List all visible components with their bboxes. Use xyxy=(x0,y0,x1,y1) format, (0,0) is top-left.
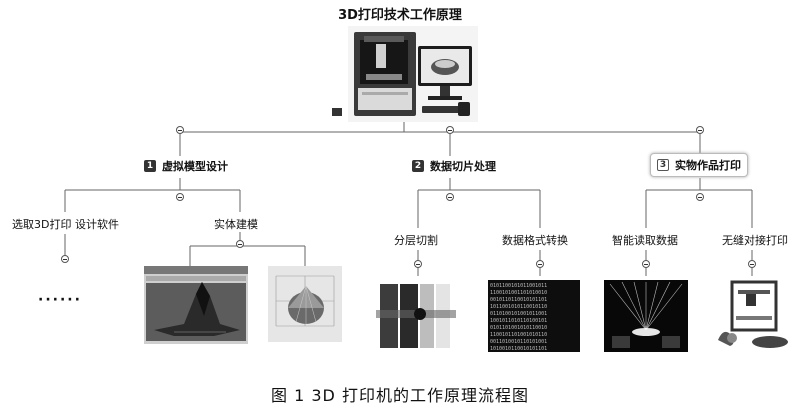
category-label: 虚拟模型设计 xyxy=(162,160,228,173)
svg-text:0011010010110101001: 0011010010110101001 xyxy=(490,339,547,345)
collapse-toggle[interactable] xyxy=(61,255,69,263)
collapse-toggle[interactable] xyxy=(236,240,244,248)
ellipsis: ······ xyxy=(38,292,82,308)
leaf-select-software[interactable]: 选取3D打印 设计软件 xyxy=(12,218,119,231)
printer-illustration xyxy=(348,26,478,122)
collapse-toggle[interactable] xyxy=(642,260,650,268)
data-reading-image xyxy=(604,280,688,352)
leaf-seamless-printing[interactable]: 无缝对接打印 xyxy=(722,234,788,247)
svg-text:0010110110010101101: 0010110110010101101 xyxy=(490,297,547,303)
leaf-format-conversion[interactable]: 数据格式转换 xyxy=(502,234,568,247)
collapse-toggle[interactable] xyxy=(536,260,544,268)
figure-caption: 图 1 3D 打印机的工作原理流程图 xyxy=(271,386,529,405)
cad-software-image xyxy=(144,266,248,344)
category-label: 数据切片处理 xyxy=(430,160,496,173)
layer-slicing-image xyxy=(376,280,458,352)
leaf-solid-modeling[interactable]: 实体建模 xyxy=(214,218,258,231)
category-virtual-model-design[interactable]: 1 虚拟模型设计 xyxy=(144,158,228,174)
svg-text:0101100101011001011: 0101100101011001011 xyxy=(490,283,547,289)
leaf-layer-cutting[interactable]: 分层切割 xyxy=(394,234,438,247)
svg-text:0101101001010110010: 0101101001010110010 xyxy=(490,325,547,331)
flag-icon xyxy=(332,108,342,116)
wireframe-model-image xyxy=(268,266,342,342)
svg-text:1011001010110010110: 1011001010110010110 xyxy=(490,304,547,310)
step-number-badge: 2 xyxy=(412,160,424,172)
printer-output-image xyxy=(712,278,794,350)
collapse-toggle[interactable] xyxy=(176,126,184,134)
svg-text:1010010110010101101: 1010010110010101101 xyxy=(490,346,547,352)
svg-text:1100101101001010110: 1100101101001010110 xyxy=(490,332,547,338)
svg-text:1100101001101010010: 1100101001101010010 xyxy=(490,290,547,296)
step-number-badge: 1 xyxy=(144,160,156,172)
step-number-badge: 3 xyxy=(657,159,669,171)
leaf-smart-read-data[interactable]: 智能读取数据 xyxy=(612,234,678,247)
svg-text:0110100101001011001: 0110100101001011001 xyxy=(490,311,547,317)
category-label: 实物作品打印 xyxy=(675,159,741,172)
category-physical-printing[interactable]: 3 实物作品打印 xyxy=(650,153,748,177)
collapse-toggle[interactable] xyxy=(748,260,756,268)
collapse-toggle[interactable] xyxy=(696,126,704,134)
collapse-toggle[interactable] xyxy=(414,260,422,268)
collapse-toggle[interactable] xyxy=(446,193,454,201)
category-data-slicing[interactable]: 2 数据切片处理 xyxy=(412,158,496,174)
collapse-toggle[interactable] xyxy=(696,193,704,201)
binary-data-image: 0101100101011001011 1100101001101010010 … xyxy=(488,280,580,352)
diagram-title: 3D打印技术工作原理 xyxy=(338,8,462,23)
collapse-toggle[interactable] xyxy=(176,193,184,201)
svg-text:1001011010110100101: 1001011010110100101 xyxy=(490,318,547,324)
collapse-toggle[interactable] xyxy=(446,126,454,134)
